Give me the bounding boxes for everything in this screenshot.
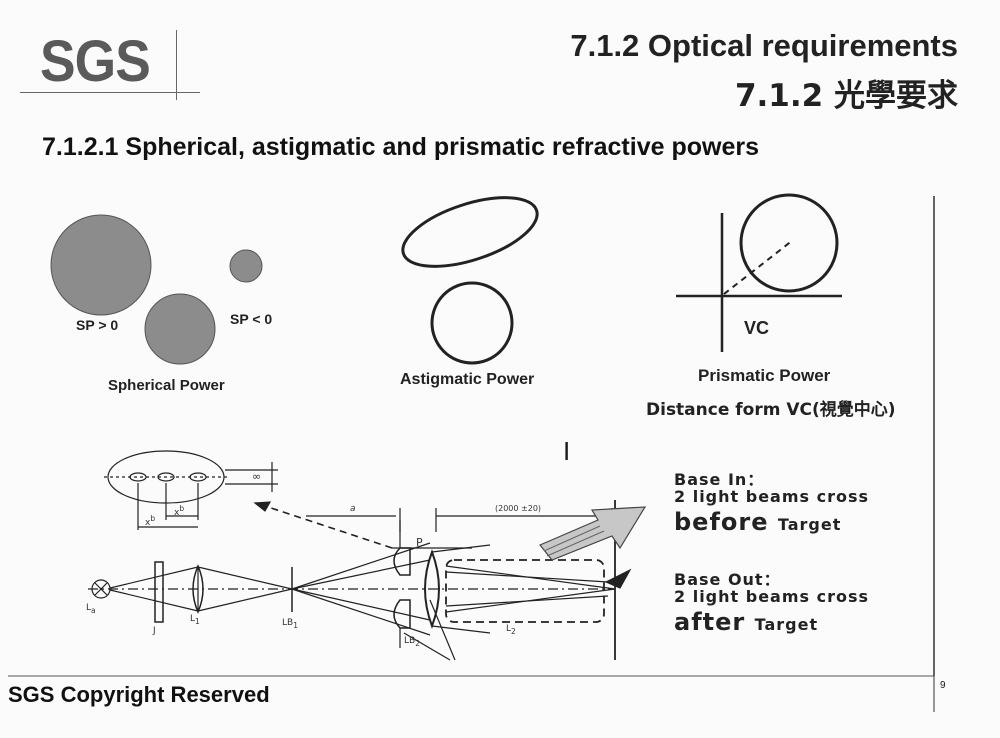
- label-a: a: [350, 504, 356, 514]
- vc-label: VC: [744, 318, 770, 338]
- prismatic-circle: [739, 193, 839, 293]
- label-l2: L2: [506, 624, 516, 636]
- label-la: La: [86, 603, 96, 615]
- sphere-medium-circle: [144, 293, 216, 365]
- section-title: 7.1.2.1 Spherical, astigmatic and prisma…: [42, 133, 759, 161]
- before-target-text: before Target: [674, 508, 842, 536]
- label-j: J: [153, 626, 156, 636]
- astigmatic-power-caption: Astigmatic Power: [400, 371, 535, 388]
- spherical-power-caption: Spherical Power: [108, 377, 225, 394]
- base-in-label: Base In：: [674, 470, 765, 489]
- direction-arrow: [539, 506, 647, 561]
- copyright-footer: SGS Copyright Reserved: [8, 682, 270, 707]
- base-in-description: 2 light beams cross: [674, 487, 870, 506]
- page-number: 9: [940, 680, 946, 691]
- base-out-description: 2 light beams cross: [674, 587, 870, 606]
- prismatic-offset-dashed: [723, 239, 794, 295]
- bar-mark: I: [563, 436, 571, 466]
- sgs-logo: SGS: [40, 29, 151, 94]
- astigmatic-circle: [430, 281, 514, 365]
- label-p: P: [416, 536, 423, 549]
- slide-title-english: 7.1.2 Optical requirements: [570, 28, 958, 63]
- label-dimension: (2000 ±20): [495, 504, 542, 513]
- logo-rule-vertical: [176, 30, 177, 100]
- label-xb-upper: xb: [174, 504, 185, 518]
- prismatic-power-caption: Prismatic Power: [698, 366, 831, 385]
- astigmatic-ellipse: [401, 196, 539, 268]
- label-l1: L1: [190, 614, 200, 626]
- base-out-label: Base Out：: [674, 570, 781, 589]
- sp-positive-label: SP > 0: [76, 317, 119, 333]
- label-xb-lower: xb: [145, 514, 156, 528]
- sp-negative-label: SP < 0: [230, 311, 273, 327]
- logo-rule-horizontal: [20, 92, 200, 93]
- prismatic-distance-caption: Distance form VC(視覺中心): [646, 400, 896, 420]
- optical-bench: [88, 450, 632, 661]
- after-target-text: after Target: [674, 608, 819, 636]
- slide-title-chinese: 7.1.2 光學要求: [734, 78, 958, 114]
- sphere-small-circle: [229, 249, 263, 283]
- sphere-large-circle: [50, 214, 152, 316]
- label-infinity: ∞: [252, 470, 262, 483]
- label-lb1: LB1: [282, 618, 298, 630]
- label-lb2: LB2: [404, 636, 420, 648]
